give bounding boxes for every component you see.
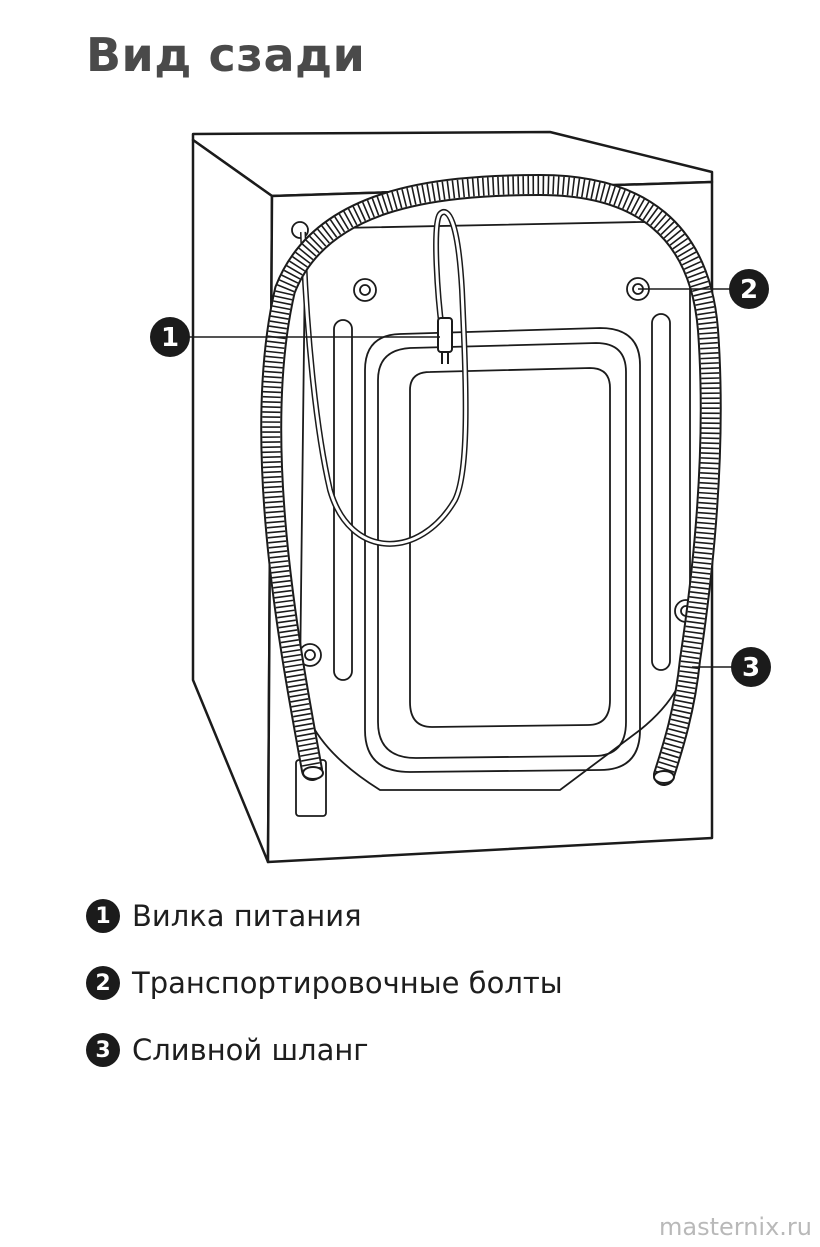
legend-item: 3 Сливной шланг bbox=[86, 1030, 563, 1070]
legend-label-transport-bolts: Транспортировочные болты bbox=[132, 966, 563, 1000]
callout-1: 1 bbox=[150, 317, 190, 357]
legend-list: 1 Вилка питания 2 Транспортировочные бол… bbox=[86, 896, 563, 1097]
washing-machine-rear-diagram: 1 2 3 bbox=[150, 130, 771, 864]
power-cord bbox=[300, 209, 469, 547]
page-title: Вид сзади bbox=[86, 28, 366, 82]
callout-2-number: 2 bbox=[740, 275, 758, 305]
legend-item: 2 Транспортировочные болты bbox=[86, 963, 563, 1003]
legend-number-3: 3 bbox=[86, 1033, 120, 1067]
callout-3-number: 3 bbox=[742, 653, 760, 683]
legend-number-2: 2 bbox=[86, 966, 120, 1000]
legend-number-1: 1 bbox=[86, 899, 120, 933]
callout-2: 2 bbox=[729, 269, 769, 309]
watermark: masternix.ru bbox=[659, 1213, 812, 1241]
drain-hose bbox=[260, 173, 722, 786]
leader-lines bbox=[188, 288, 732, 668]
legend-label-drain-hose: Сливной шланг bbox=[132, 1033, 369, 1067]
legend-label-power-plug: Вилка питания bbox=[132, 899, 362, 933]
callout-1-number: 1 bbox=[161, 323, 179, 353]
legend-item: 1 Вилка питания bbox=[86, 896, 563, 936]
callout-3: 3 bbox=[731, 647, 771, 687]
